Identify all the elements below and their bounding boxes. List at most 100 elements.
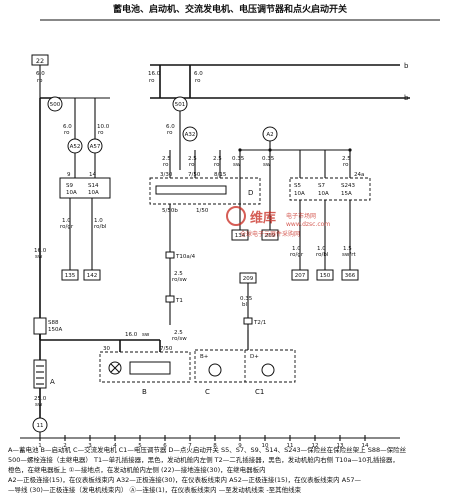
ground-ref-150-label: 150 (320, 273, 331, 279)
starter-solenoid (129, 361, 171, 375)
bus-number: 9 (238, 443, 242, 449)
alternator-symbol (208, 363, 222, 377)
wire-25sw-color: sw (35, 402, 43, 408)
bus-number: 8 (213, 443, 217, 449)
wire-starter-color: ro/sw (172, 277, 187, 283)
wire-209-color: bl (242, 302, 247, 308)
component-c1-label: C1 (255, 388, 264, 396)
pin-9: 9 (67, 172, 71, 178)
pin-t2-1: T2/1 (253, 320, 266, 326)
wire-d3-color: ro (214, 162, 220, 168)
watermark-brand: 维库 (250, 210, 276, 226)
fuse-s5-id: S5 (294, 183, 301, 189)
wire-s243-out-size: 1.5 (343, 246, 352, 252)
wire-s5-size: 1.0 (292, 246, 301, 252)
ground-ref-135-label: 135 (65, 273, 76, 279)
caption-line-4: A2—正极连接(15)，在仪表板线束内 A32—正极连接(30)，在仪表板线束内… (8, 475, 361, 484)
pin-3-30: 3/30 (160, 172, 173, 178)
wire-a57-size: 10.0 (97, 124, 110, 130)
bus-b-label-1: b (404, 62, 409, 70)
wire-209-size: 0.35 (240, 296, 253, 302)
ground-ref-366 (341, 269, 359, 281)
fuse-s7-id: S7 (318, 183, 325, 189)
fuse-s5-rating: 10A (294, 191, 305, 197)
wire-a52-color: ro (64, 130, 70, 136)
connector-500-label: 500 (50, 102, 61, 108)
ground-ref-209-label: 209 (243, 276, 254, 282)
connector-a57-label: A57 (90, 144, 101, 150)
watermark: 维库 电子市场网 www.dzsc.com 全球电子元器件采购网 (226, 206, 330, 238)
ignition-switch-d (149, 177, 261, 205)
pin-dplus: D+ (250, 354, 259, 360)
wire-s7-size: 1.0 (317, 246, 326, 252)
wire-main-center-color: ro (149, 78, 155, 84)
wire-a57-color: ro (98, 130, 104, 136)
component-c-label: C (205, 388, 210, 396)
bus-number: 11 (287, 443, 294, 449)
wire-134-size: 0.35 (232, 156, 245, 162)
wire-a32-size: 6.0 (166, 124, 175, 130)
plug-t10a4 (165, 251, 175, 259)
pin-50-starter: 7/50 (160, 346, 173, 352)
fuse-s14-id: S14 (88, 183, 99, 189)
fuse-s88-id: S88 (48, 320, 59, 326)
pin-t1: T1 (175, 298, 183, 304)
wire-d2-color: ro (189, 162, 195, 168)
connector-501-label: 501 (175, 102, 186, 108)
fuse-s88-rating: 150A (48, 327, 62, 333)
bus-number: 10 (262, 443, 269, 449)
watermark-sub: 电子市场网 (286, 212, 316, 220)
component-b-label: B (142, 388, 147, 396)
regulator-symbol (261, 363, 275, 377)
pin-t10a4: T10a/4 (175, 254, 196, 260)
fuse-s243-rating: 15A (341, 191, 352, 197)
connector-500 (47, 96, 63, 112)
connector-a57 (87, 138, 103, 154)
diagram-title: 蓄电池、启动机、交流发电机、电压调节器和点火启动开关 (113, 3, 347, 15)
wire-d1-size: 2.5 (162, 156, 171, 162)
ground-point-11-label: 11 (37, 423, 44, 429)
wire-s7-color: ro/bl (316, 252, 329, 258)
ground-ref-269-label: 269 (265, 233, 276, 239)
pin-30-starter: 30 (103, 346, 110, 352)
wire-16-bus-size: 16.0 (125, 332, 138, 338)
caption-line-5: —导线 (30)—正极连接（发电机线束内） Ⓐ—连接(1)，在仪表板线束内 —至… (8, 485, 302, 494)
wire-25sw-size: 25.0 (34, 396, 47, 402)
pin-1-50: 1/50 (196, 208, 209, 214)
bus-number: 12 (312, 443, 319, 449)
wire-label-main-left-size: 6.0 (36, 71, 45, 77)
wire-d2-size: 2.5 (188, 156, 197, 162)
wire-s14-size: 1.0 (94, 218, 103, 224)
ground-ref-207 (291, 269, 309, 281)
ground-ref-134 (231, 229, 249, 241)
wire-starter2-size: 2.5 (174, 330, 183, 336)
bus-number: 7 (188, 443, 192, 449)
watermark-tagline: 全球电子元器件采购网 (240, 230, 300, 238)
wire-a52-size: 6.0 (63, 124, 72, 130)
caption-line-2: 500—螺栓连接（主继电器） T1—单孔插接器，黑色，发动机舱内左侧 T2—二孔… (8, 455, 399, 464)
bus-b-label-2: b (404, 94, 409, 102)
bus-number: 2 (63, 443, 67, 449)
fuse-s7-rating: 10A (318, 191, 329, 197)
plug-t2-1 (243, 317, 253, 325)
wire-starter-size: 2.5 (174, 271, 183, 277)
bus-number: 13 (337, 443, 344, 449)
ground-ref-142 (83, 269, 101, 281)
fuse-s9-id: S9 (66, 183, 73, 189)
wire-d3-size: 2.5 (213, 156, 222, 162)
bus-number: 1 (38, 443, 42, 449)
watermark-logo-icon (226, 206, 246, 226)
pin-14: 14 (89, 172, 96, 178)
bus-number: 6 (163, 443, 167, 449)
connector-a32 (182, 126, 198, 142)
connector-a52-label: A52 (70, 144, 81, 150)
wire-main-right-color: ro (195, 78, 201, 84)
component-d-label: D (248, 189, 253, 197)
pin-bplus: B+ (200, 354, 209, 360)
fuse-s243-id: S243 (341, 183, 355, 189)
wire-s9-color: ro/gr (60, 224, 74, 230)
fuse-s88 (33, 317, 47, 335)
wire-16-bus-color: sw (142, 332, 150, 338)
